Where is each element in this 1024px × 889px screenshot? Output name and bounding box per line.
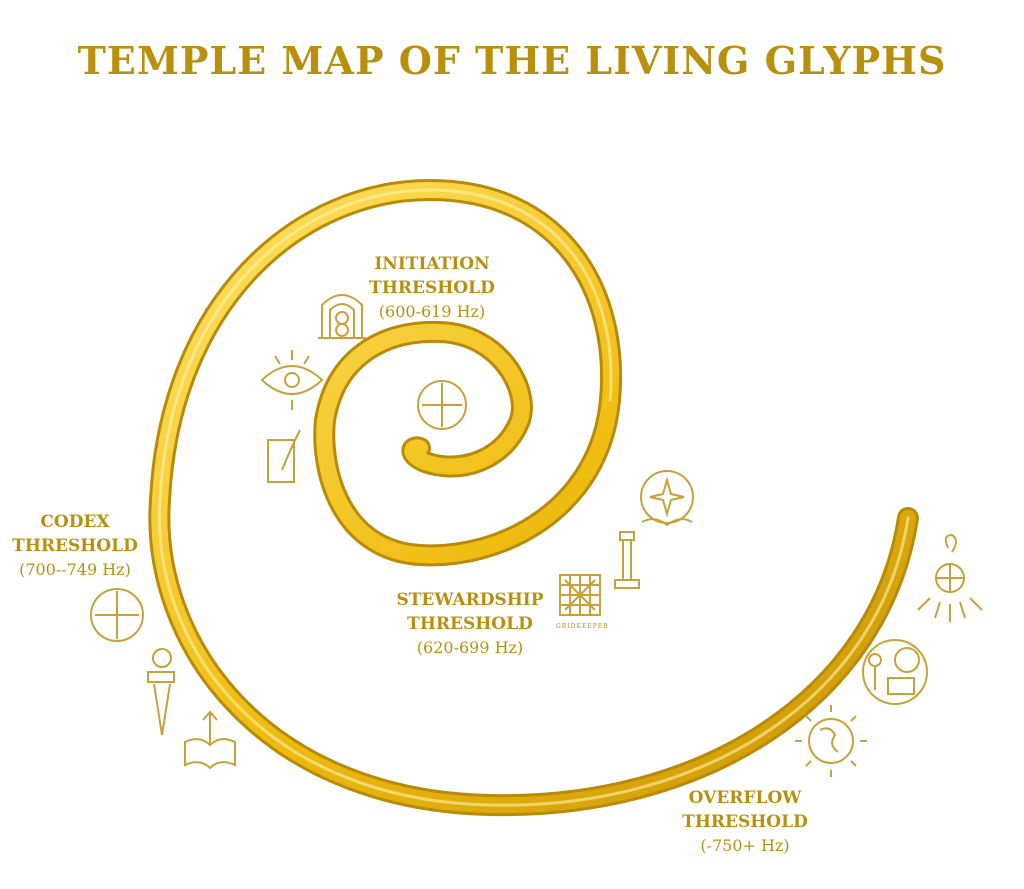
threshold-name: THRESHOLD [407, 614, 533, 634]
codex-cross-circle-icon [90, 588, 144, 642]
threshold-name: THRESHOLD [369, 278, 495, 298]
golden-spiral [148, 178, 919, 817]
gridkeeper-icon [559, 574, 601, 616]
threshold-name: INITIATION [374, 254, 490, 274]
threshold-name: OVERFLOW [688, 788, 802, 808]
key-globe-chest-icon [862, 639, 928, 705]
initiation-threshold-label: INITIATION THRESHOLD (600-619 Hz) [362, 252, 502, 324]
coin-pen-icon [147, 648, 175, 736]
star-book-icon [640, 470, 694, 527]
scroll-quill-icon [267, 429, 301, 483]
threshold-name: THRESHOLD [682, 812, 808, 832]
open-book-arrow-icon [184, 710, 236, 770]
threshold-range: (700--749 Hz) [19, 560, 131, 579]
threshold-name: THRESHOLD [12, 536, 138, 556]
earth-sun-icon [795, 705, 867, 777]
gridkeeper-label: GRIDKEEPER [556, 623, 609, 630]
eye-icon [260, 350, 324, 410]
overflow-threshold-label: OVERFLOW THRESHOLD (-750+ Hz) [670, 786, 820, 858]
center-cross-circle-icon [417, 380, 467, 430]
globe-sun-spiral-icon [917, 533, 983, 622]
threshold-range: (620-699 Hz) [416, 638, 524, 657]
arch-knot-icon [318, 294, 366, 339]
threshold-range: (600-619 Hz) [378, 302, 486, 321]
threshold-name: STEWARDSHIP [396, 590, 544, 610]
threshold-range: (-750+ Hz) [700, 836, 790, 855]
pillar-icon [614, 531, 640, 589]
stewardship-threshold-label: STEWARDSHIP THRESHOLD (620-699 Hz) [385, 588, 555, 660]
threshold-name: CODEX [40, 512, 110, 532]
codex-threshold-label: CODEX THRESHOLD (700--749 Hz) [5, 510, 145, 582]
page-title: TEMPLE MAP OF THE LIVING GLYPHS [77, 38, 947, 83]
